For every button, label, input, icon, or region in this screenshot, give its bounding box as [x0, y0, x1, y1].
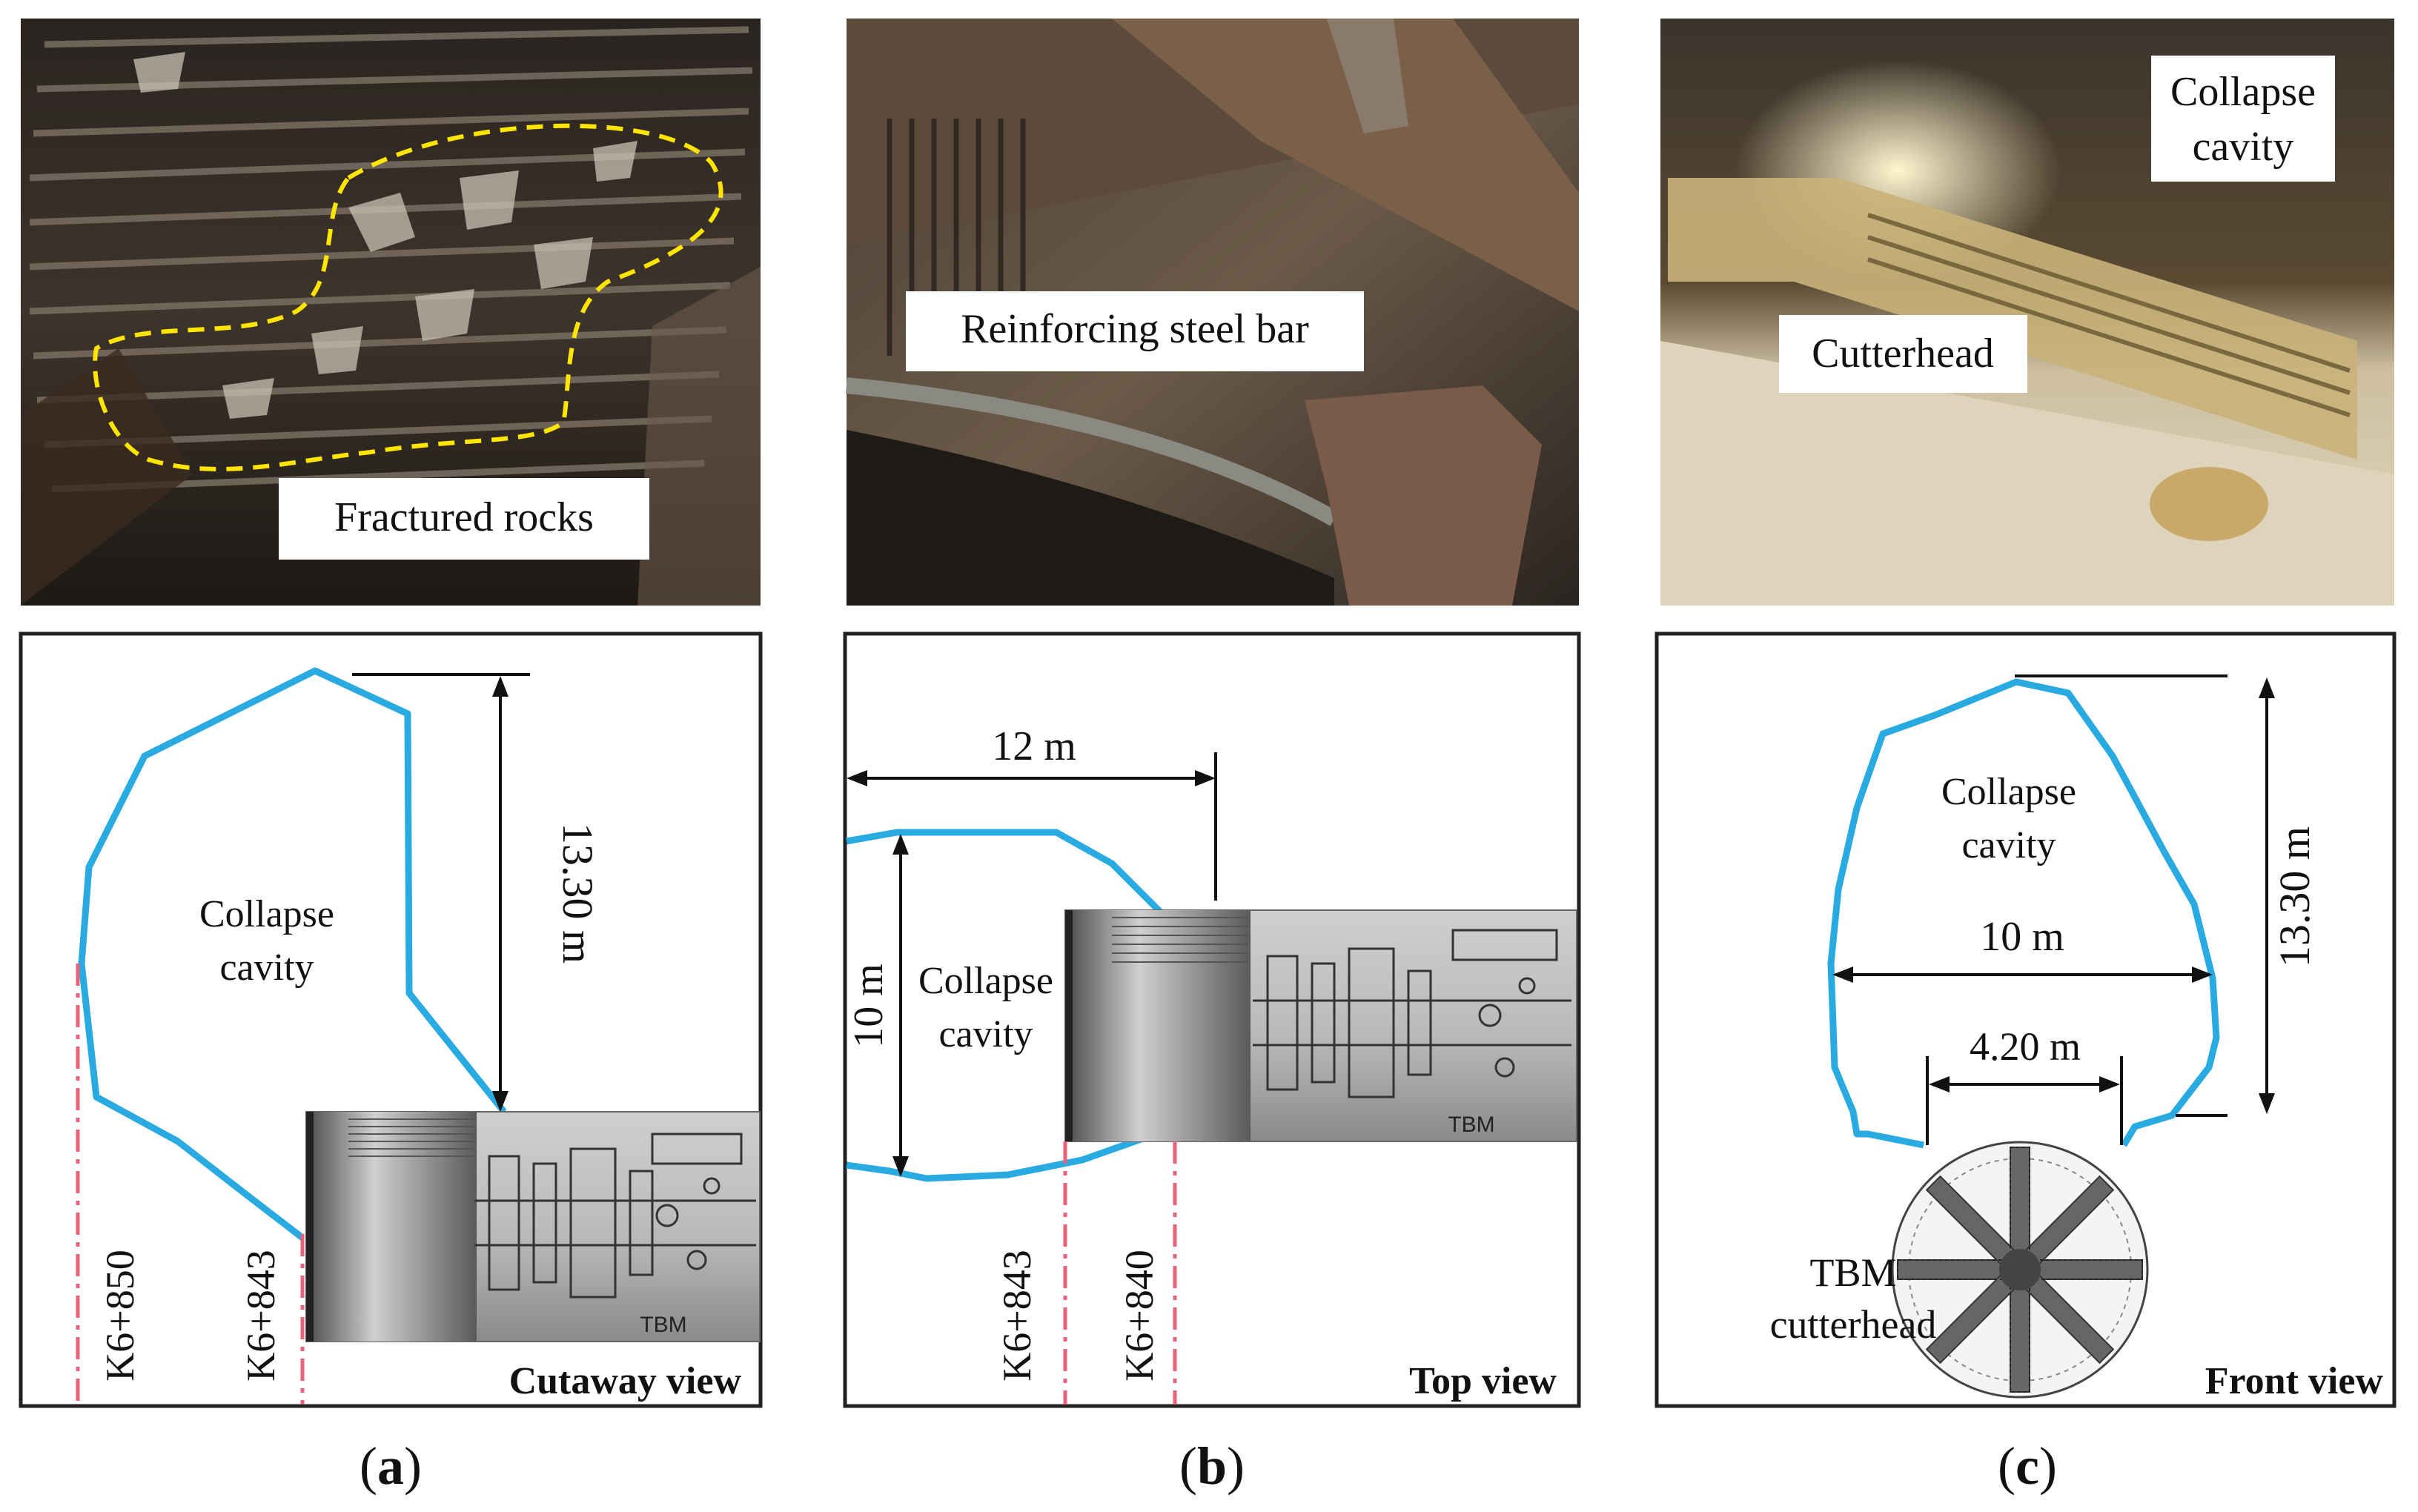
reinforcing-steel-bar-label: Reinforcing steel bar: [961, 306, 1309, 352]
height-label: 13.30 m: [554, 823, 602, 964]
length-label: 12 m: [992, 723, 1076, 769]
caption-b: (b): [1179, 1436, 1245, 1496]
tbm-label-line1: TBM: [1809, 1250, 1896, 1295]
fractured-rock-outline: [93, 123, 723, 471]
station-label-k6-840: K6+840: [1117, 1250, 1162, 1381]
cutter-width-label: 4.20 m: [1970, 1024, 2081, 1069]
tbm-drawing: [1064, 909, 1577, 1142]
tbm-label: TBM: [640, 1313, 686, 1337]
label-box-c-cutterhead: [1779, 315, 2027, 393]
station-label-k6-843: K6+843: [995, 1250, 1039, 1381]
arrow-head-left: [847, 770, 867, 786]
station-label-k6-843: K6+843: [239, 1250, 283, 1381]
collapse-cavity-outline: [78, 667, 507, 1241]
label-box-a: [279, 478, 649, 560]
arrow-head-right: [1195, 770, 1216, 786]
arrow-head-left: [1832, 966, 1853, 983]
panel-c-diagram: 13.30 m Collapse cavity 10 m 4.20 m: [1654, 631, 2397, 1408]
arrow-head-right: [2192, 966, 2213, 983]
cavity-label-line2: cavity: [938, 1013, 1033, 1055]
tbm-drawing: [305, 1111, 761, 1342]
label-box-c-cavity: [2151, 56, 2335, 182]
arrow-head-down: [492, 1091, 509, 1112]
station-label-k6-850: K6+850: [98, 1250, 142, 1381]
panel-a-diagram: 13.30 m Collapse cavity TBM K6+850 K6: [19, 631, 763, 1408]
photo-cavity-label-line1: Collapse: [2170, 69, 2316, 115]
arrow-head-up: [492, 676, 509, 697]
collapse-cavity-outline: [846, 829, 1163, 1182]
photo-cutterhead-label: Cutterhead: [1812, 331, 1994, 377]
cavity-label-line2: cavity: [219, 946, 314, 989]
view-label-front: Front view: [2205, 1360, 2384, 1402]
arrow-head-down: [892, 1156, 909, 1177]
view-label-top: Top view: [1409, 1360, 1557, 1402]
caption-c: (c): [1998, 1436, 2057, 1496]
tbm-label-line2: cutterhead: [1770, 1302, 1937, 1347]
cavity-label-line1: Collapse: [199, 893, 334, 935]
cavity-label-line1: Collapse: [918, 960, 1053, 1002]
arrow-head-down: [2259, 1093, 2275, 1114]
height-label: 13.30 m: [2270, 826, 2319, 967]
width-label: 10 m: [1980, 914, 2064, 960]
label-box-b: [906, 291, 1364, 371]
arrow-head-up: [892, 834, 909, 855]
caption-a: (a): [360, 1436, 422, 1496]
cavity-label-line1: Collapse: [1941, 771, 2076, 813]
photo-a: Fractured rocks: [21, 19, 761, 606]
cavity-label-line2: cavity: [1961, 824, 2056, 866]
fractured-rocks-label: Fractured rocks: [334, 494, 594, 540]
photo-cavity-label-line2: cavity: [2193, 124, 2294, 170]
collapse-cavity-outline: [1827, 678, 2220, 1149]
photo-b: Reinforcing steel bar: [845, 19, 1579, 606]
arrow-head-up: [2259, 677, 2275, 698]
tbm-label: TBM: [1448, 1113, 1494, 1137]
panel-b-diagram: 12 m 10 m Collapse cavity TBM: [843, 631, 1581, 1408]
arrow-head-right: [2099, 1076, 2120, 1092]
arrow-head-left: [1929, 1076, 1950, 1092]
width-label: 10 m: [846, 964, 892, 1048]
tbm-cutterhead-drawing: [1891, 1141, 2149, 1399]
view-label-cutaway: Cutaway view: [509, 1360, 742, 1402]
photo-c: Collapse cavity Cutterhead: [1660, 19, 2394, 606]
